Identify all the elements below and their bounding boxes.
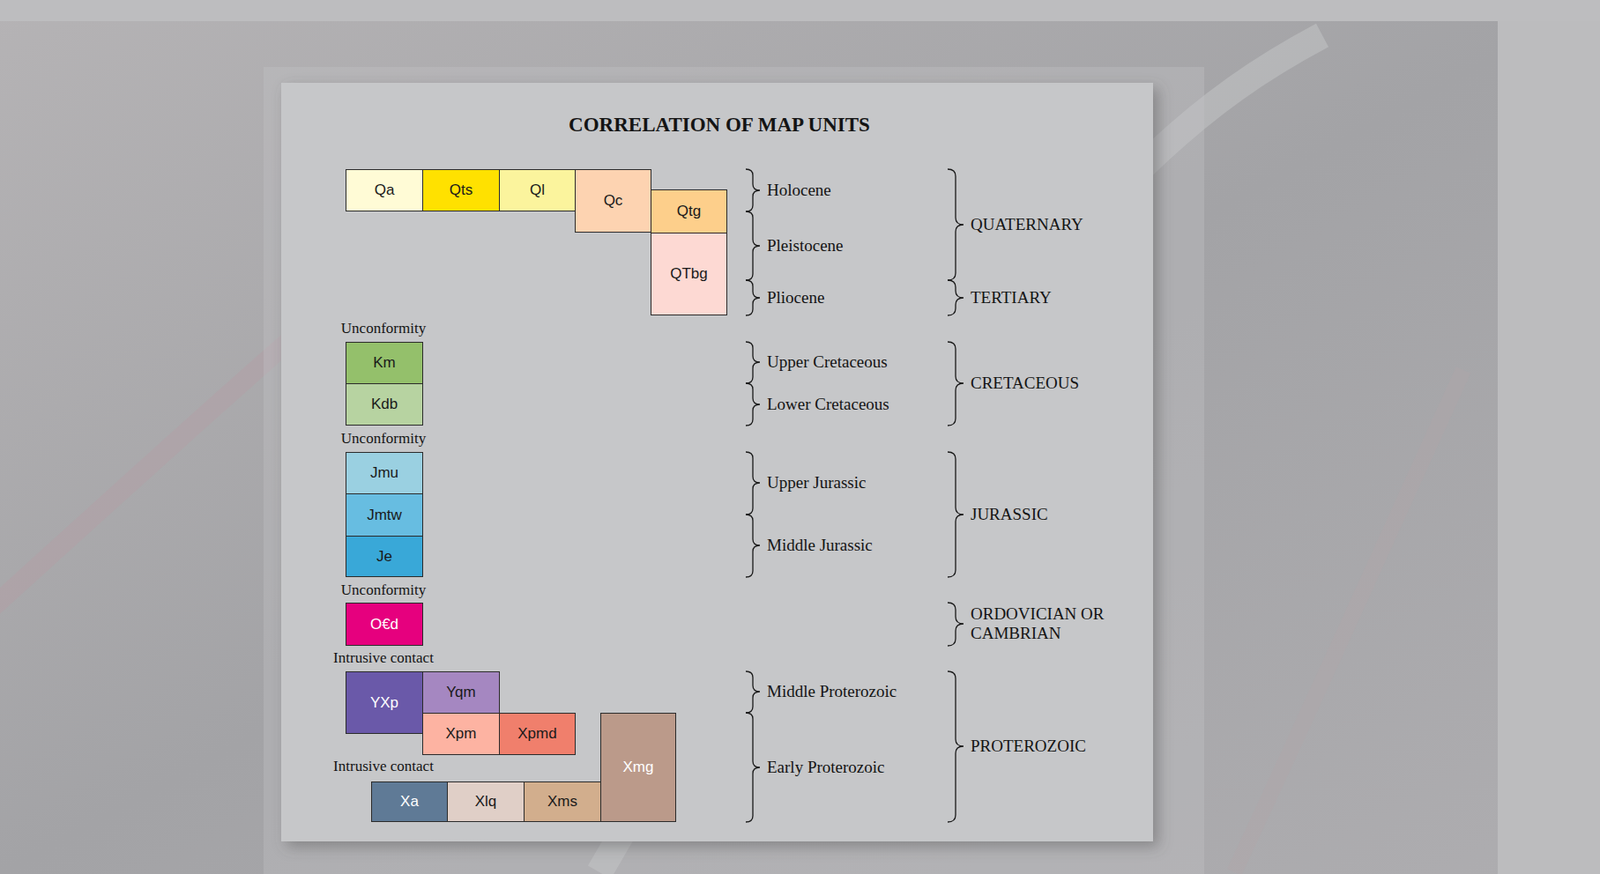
unit-symbol: Qc <box>603 192 624 210</box>
epoch-label: Pliocene <box>766 288 825 308</box>
period-label: PROTEROZOIC <box>970 736 1087 757</box>
map-unit-box: Km <box>345 342 424 385</box>
map-unit-box: Xmg <box>600 713 677 823</box>
unit-symbol: Kdb <box>371 395 398 414</box>
bracket <box>745 169 964 823</box>
contact-note: Unconformity <box>341 581 426 600</box>
map-unit-box: Qtg <box>650 189 728 234</box>
unit-symbol: Xa <box>400 793 419 812</box>
epoch-label: Middle Jurassic <box>766 535 873 556</box>
map-unit-box: Jmu <box>345 452 424 495</box>
map-unit-box: Xa <box>371 781 448 823</box>
map-unit-box: Yqm <box>422 671 500 715</box>
period-label: CRETACEOUS <box>970 373 1080 394</box>
epoch-label: Upper Cretaceous <box>766 352 888 373</box>
unit-symbol: Qa <box>374 181 395 200</box>
unit-symbol: Jmtw <box>366 506 402 525</box>
unit-symbol: Xms <box>547 793 578 812</box>
map-unit-box: Qts <box>422 169 500 212</box>
unit-symbol: Xpmd <box>517 725 557 744</box>
map-unit-box: Kdb <box>345 383 424 426</box>
map-unit-box: Qa <box>345 169 424 212</box>
epoch-label: Middle Proterozoic <box>766 682 897 702</box>
map-unit-box: Qc <box>574 169 652 233</box>
epoch-label: Upper Jurassic <box>766 473 866 493</box>
unit-symbol: YXp <box>370 694 399 713</box>
unit-symbol: Qtg <box>677 202 701 221</box>
map-unit-box: Xpmd <box>498 713 576 756</box>
epoch-label: Early Proterozoic <box>766 758 885 778</box>
map-unit-box: O€d <box>345 602 424 647</box>
unit-symbol: QTbg <box>669 265 708 283</box>
unit-symbol: Xpm <box>446 725 477 744</box>
unit-symbol: Km <box>372 354 396 373</box>
map-unit-box: Xms <box>523 781 602 823</box>
map-unit-box: Xlq <box>446 781 525 823</box>
unit-symbol: Xlq <box>475 793 498 812</box>
unit-symbol: Xmg <box>623 759 655 777</box>
map-unit-box: QTbg <box>650 232 728 316</box>
period-label: TERTIARY <box>970 288 1052 308</box>
contact-note: Intrusive contact <box>333 649 434 668</box>
chart-title: CORRELATION OF MAP UNITS <box>568 113 871 137</box>
unit-symbol: Jmu <box>370 464 399 483</box>
map-unit-box: Ql <box>498 169 576 212</box>
period-label: ORDOVICIAN OR CAMBRIAN <box>970 604 1139 644</box>
map-unit-box: YXp <box>345 671 424 735</box>
map-unit-box: Jmtw <box>345 493 424 537</box>
epoch-label: Holocene <box>766 180 832 201</box>
map-unit-box: Je <box>345 535 424 578</box>
unit-symbol: Ql <box>529 181 545 200</box>
contact-note: Unconformity <box>341 430 426 448</box>
unit-symbol: Je <box>376 548 393 566</box>
contact-note: Intrusive contact <box>333 758 434 776</box>
period-label: JURASSIC <box>970 505 1049 525</box>
epoch-label: Pleistocene <box>766 236 844 256</box>
epoch-label: Lower Cretaceous <box>766 394 890 415</box>
unit-symbol: O€d <box>370 616 399 634</box>
unit-symbol: Qts <box>449 181 473 200</box>
map-unit-box: Xpm <box>422 713 500 756</box>
period-label: QUATERNARY <box>970 215 1084 235</box>
unit-symbol: Yqm <box>446 684 476 702</box>
contact-note: Unconformity <box>341 320 426 338</box>
